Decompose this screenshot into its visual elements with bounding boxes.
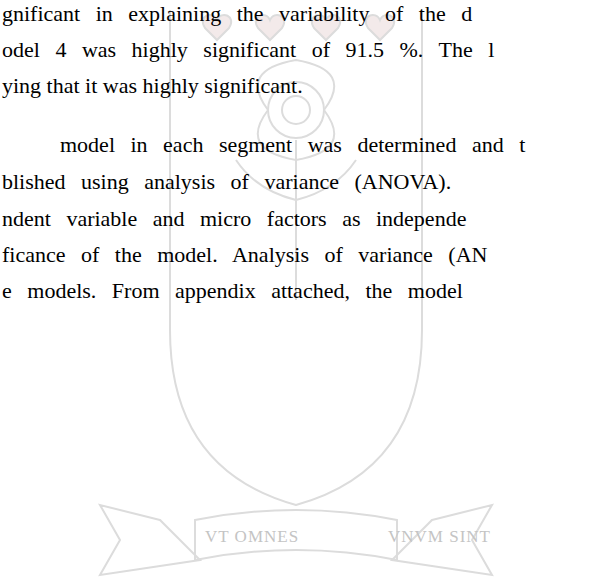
body-text-line: e models. From appendix attached, the mo…: [2, 278, 463, 304]
body-text-line: gnificant in explaining the variability …: [2, 1, 472, 27]
body-text-line: ficance of the model. Analysis of varian…: [2, 242, 487, 268]
body-text-line: ying that it was highly significant.: [2, 73, 303, 99]
watermark-motto: VNVM SINT: [388, 527, 491, 547]
body-text-line: model in each segment was determined and…: [60, 132, 525, 158]
body-text-line: ndent variable and micro factors as inde…: [2, 206, 466, 232]
body-text-line: blished using analysis of variance (ANOV…: [2, 169, 451, 195]
watermark-motto: VT OMNES: [205, 527, 299, 547]
body-text-line: odel 4 was highly significant of 91.5 %.…: [2, 37, 494, 63]
